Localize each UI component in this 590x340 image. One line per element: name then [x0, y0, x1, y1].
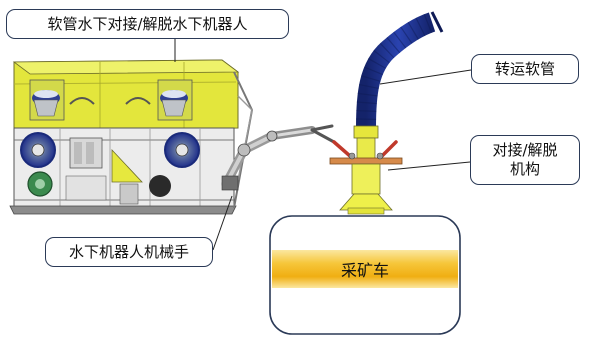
docking-label-line1: 对接/解脱 — [492, 141, 558, 159]
manipulator-arm — [221, 124, 336, 191]
leader-lines — [174, 39, 472, 251]
docking-mechanism-label: 对接/解脱 机构 — [470, 135, 580, 185]
side-thruster-right — [164, 132, 200, 168]
docking-label-line2: 机构 — [509, 160, 540, 178]
transfer-hose — [356, 12, 436, 129]
docking-mechanism — [329, 125, 403, 215]
robot-label: 软管水下对接/解脱水下机器人 — [6, 9, 289, 39]
top-thruster-right — [157, 79, 193, 121]
top-thruster-left — [29, 79, 65, 121]
underwater-robot — [9, 59, 254, 215]
black-tank — [149, 175, 171, 197]
mining-vehicle-label: 采矿车 — [340, 261, 389, 280]
transfer-hose-label: 转运软管 — [471, 54, 579, 84]
side-thruster-left — [20, 132, 56, 168]
manipulator-label: 水下机器人机械手 — [45, 237, 213, 267]
mining-vehicle — [269, 215, 461, 335]
